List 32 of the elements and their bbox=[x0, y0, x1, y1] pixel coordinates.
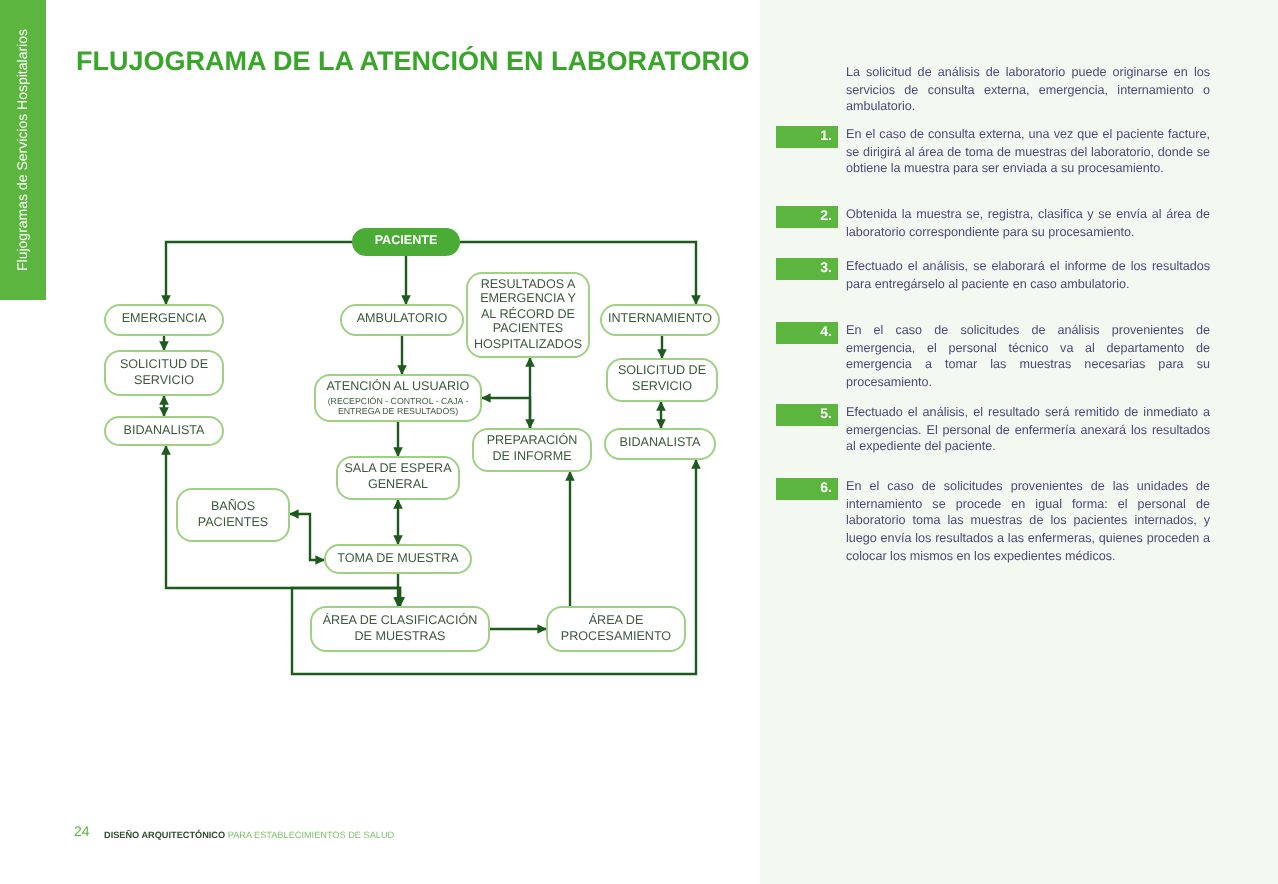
process-box bbox=[600, 304, 720, 336]
arrow bbox=[159, 336, 169, 351]
arrow bbox=[656, 401, 666, 429]
process-box bbox=[314, 374, 482, 422]
process-box bbox=[472, 428, 592, 472]
arrow bbox=[401, 256, 411, 305]
process-box bbox=[310, 606, 490, 652]
process-box bbox=[104, 350, 224, 396]
process-box bbox=[324, 544, 472, 574]
process-box bbox=[104, 304, 224, 336]
arrow bbox=[289, 509, 325, 565]
arrow bbox=[525, 357, 535, 429]
process-box bbox=[606, 358, 718, 402]
arrow bbox=[397, 336, 407, 375]
arrow bbox=[460, 240, 701, 305]
arrow bbox=[481, 393, 532, 428]
process-box bbox=[340, 304, 464, 336]
arrow bbox=[393, 499, 403, 545]
arrow bbox=[159, 395, 169, 417]
start-pill bbox=[352, 228, 460, 256]
arrow bbox=[393, 422, 403, 457]
arrow bbox=[565, 471, 575, 606]
process-box bbox=[104, 416, 224, 446]
arrow bbox=[490, 624, 547, 634]
title: FLUJOGRAMA DE LA ATENCIÓN EN LABORATORIO bbox=[76, 46, 750, 76]
process-box bbox=[604, 428, 716, 460]
arrow bbox=[290, 459, 701, 676]
arrow bbox=[161, 240, 352, 305]
arrow bbox=[657, 336, 667, 359]
arrow bbox=[393, 574, 403, 607]
process-box bbox=[546, 606, 686, 652]
process-box bbox=[176, 488, 290, 542]
